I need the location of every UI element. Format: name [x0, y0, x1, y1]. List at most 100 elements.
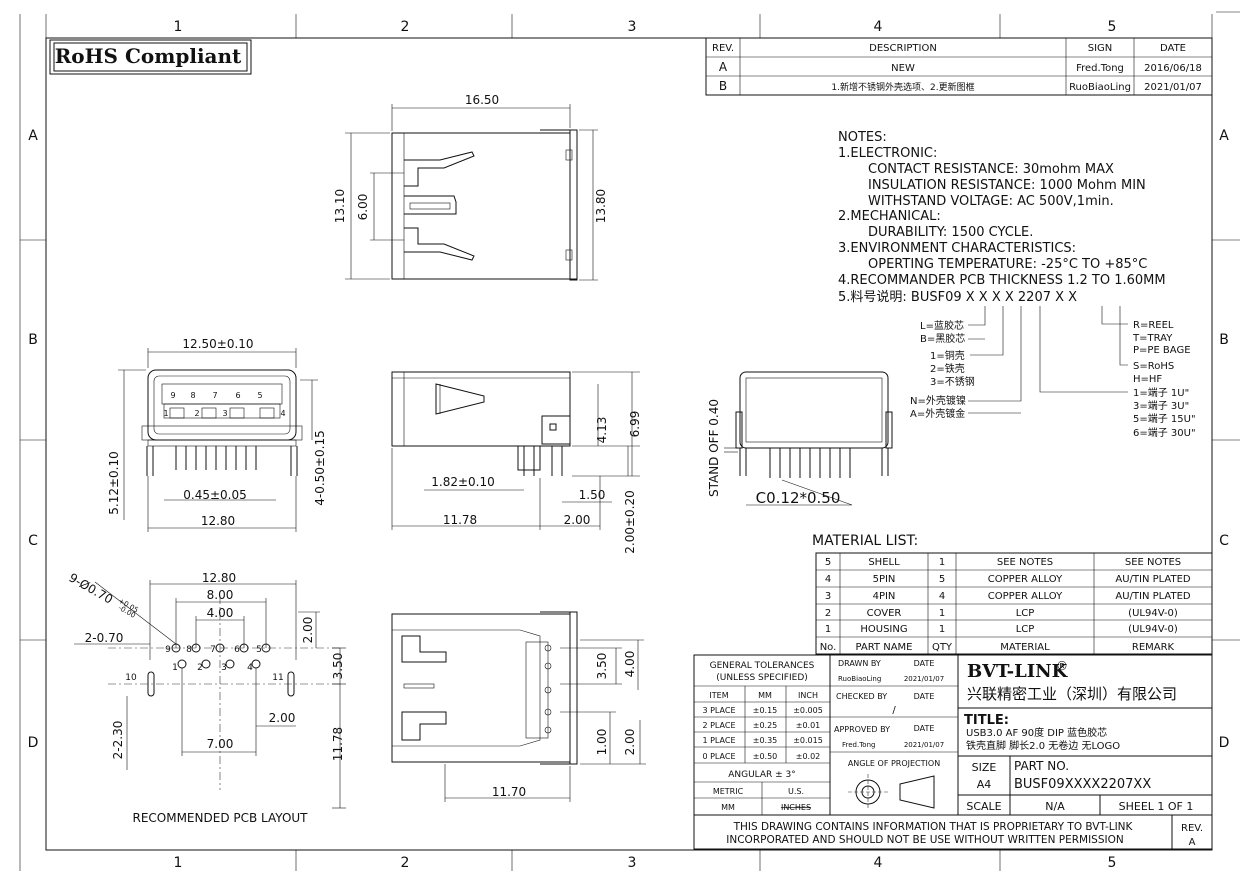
dim-label: 9-Ø0.70: [67, 570, 116, 606]
us-label: U.S.: [788, 787, 804, 796]
revision-table: REV. DESCRIPTION SIGN DATE A NEW Fred.To…: [705, 37, 1213, 96]
rev-cell: 2016/06/18: [1144, 63, 1202, 74]
row-label: A: [1219, 128, 1229, 144]
pcb-layout: 12.80 8.00 4.00 9-Ø0.70 +0.05 -0.00 2-0.…: [67, 570, 346, 825]
col-label: 5: [1108, 19, 1117, 35]
tol-sub: (UNLESS SPECIFIED): [716, 673, 808, 683]
note-line: 2.MECHANICAL:: [838, 209, 941, 224]
row-label: C: [28, 533, 38, 549]
rev-cell: Fred.Tong: [1076, 63, 1124, 74]
title-line-2: 铁壳直脚 脚长2.0 无卷边 无LOGO: [966, 739, 1120, 752]
checked-sign: /: [892, 705, 896, 716]
code-opt: N=外壳镀镍: [910, 394, 966, 407]
col-label: 4: [874, 19, 883, 35]
rev-cell: RuoBiaoLing: [1069, 82, 1131, 93]
material-list: MATERIAL LIST: 5 SHELL 1 SEE NOTES SEE N…: [812, 533, 1213, 655]
rev-value: A: [1189, 837, 1196, 848]
frame-row-labels: A B C D A B C D: [28, 128, 1230, 751]
row-label: B: [28, 332, 38, 348]
dim-label: 0.45±0.05: [183, 488, 247, 502]
rev-cell: 2021/01/07: [1144, 82, 1202, 93]
notes-block: NOTES: 1.ELECTRONIC: CONTACT RESISTANCE:…: [838, 130, 1166, 305]
bottom-view: 3.50 4.00 1.00 2.00 11.70: [391, 611, 646, 802]
row-label: A: [28, 128, 38, 144]
pin-number: 1: [172, 663, 178, 673]
note-line: 3.ENVIRONMENT CHARACTERISTICS:: [838, 241, 1076, 256]
material-cell: 3: [825, 591, 831, 602]
angular-tol: ANGULAR ± 3°: [728, 770, 796, 780]
rev-cell: 1.新增不锈钢外壳选项、2.更新图框: [831, 81, 974, 93]
note-line: 4.RECOMMANDER PCB THICKNESS 1.2 TO 1.60M…: [838, 273, 1166, 288]
material-cell: AU/TIN PLATED: [1115, 591, 1191, 602]
material-cell: 1: [825, 624, 831, 635]
checked-by-label: CHECKED BY: [836, 692, 887, 701]
material-header: No.: [820, 642, 837, 653]
part-code-legend: L=蓝胶芯 B=黑胶芯 1=铜壳 2=铁壳 3=不锈钢 N=外壳镀镍 A=外壳镀…: [910, 306, 1196, 439]
material-cell: SHELL: [868, 557, 900, 568]
rohs-stamp: RoHS Compliant: [49, 39, 252, 75]
rev-header: DATE: [1160, 43, 1186, 54]
dim-label: 3.50: [595, 653, 609, 680]
part-no-label: PART NO.: [1014, 759, 1069, 773]
note-line: 5.料号说明: BUSF09 X X X X 2207 X X: [838, 290, 1077, 305]
pin-number: 5: [256, 645, 262, 655]
approved-by-label: APPROVED BY: [834, 725, 890, 734]
material-cell: 1: [939, 624, 945, 635]
code-opt: A=外壳镀金: [910, 407, 965, 420]
pcb-layout-label: RECOMMENDED PCB LAYOUT: [132, 811, 308, 825]
company-cn: 兴联精密工业（深圳）有限公司: [967, 685, 1177, 703]
pin-number: 5: [257, 391, 262, 400]
dim-label: 5.12±0.10: [107, 451, 121, 515]
rev-cell: A: [719, 60, 728, 74]
code-opt: T=TRAY: [1132, 333, 1173, 344]
material-cell: AU/TIN PLATED: [1115, 574, 1191, 585]
top-view: 16.50 13.10 6.00 13.80: [333, 93, 608, 281]
note-line: CONTACT RESISTANCE: 30mohm MAX: [868, 162, 1114, 177]
pin-number: 8: [186, 645, 192, 655]
dim-label: 1.00: [595, 729, 609, 756]
pin-number: 4: [280, 409, 285, 418]
material-header: REMARK: [1132, 642, 1175, 653]
drawn-by-label: DRAWN BY: [838, 659, 881, 668]
code-opt: 5=端子 15U": [1133, 412, 1196, 425]
tol-cell: ±0.25: [753, 721, 778, 730]
tol-cell: ±0.02: [796, 752, 821, 761]
material-cell: 4: [825, 574, 831, 585]
size-label: SIZE: [972, 761, 997, 774]
material-cell: 4: [939, 591, 945, 602]
inner-frame: [45, 37, 1213, 851]
dim-label: 2.00: [564, 513, 591, 527]
code-opt: 1=铜壳: [930, 349, 965, 362]
front-view: 9 8 7 6 5 1 2 3 4 12.50±0.10 5.12±0.10 4…: [107, 337, 327, 532]
row-label: D: [1219, 735, 1230, 751]
material-cell: HOUSING: [860, 624, 907, 635]
material-rows: 5 SHELL 1 SEE NOTES SEE NOTES 4 5PIN 5 C…: [820, 557, 1191, 653]
material-header: PART NAME: [855, 642, 912, 653]
dim-label: 12.80: [202, 571, 236, 585]
material-cell: COVER: [867, 608, 902, 619]
rev-label: REV.: [1181, 823, 1203, 834]
col-label: 5: [1108, 855, 1117, 871]
projection-symbol-icon: [848, 774, 935, 810]
pin-number: 7: [210, 645, 216, 655]
dim-label: 2.00: [269, 711, 296, 725]
code-opt: 3=端子 3U": [1133, 399, 1189, 412]
dim-label: 8.00: [207, 588, 234, 602]
dim-label: 2-2.30: [111, 721, 125, 760]
size-value: A4: [977, 778, 992, 791]
row-label: C: [1219, 533, 1229, 549]
tol-header: ITEM: [709, 691, 728, 700]
pin-number: 1: [163, 409, 168, 418]
pin-number: 2: [194, 409, 199, 418]
company-name: BVT-LINK: [967, 661, 1069, 682]
material-cell: LCP: [1016, 624, 1035, 635]
drawn-name: RuoBiaoLing: [838, 675, 881, 683]
frame-ticks: [19, 11, 1240, 871]
dim-label: 4-0.50±0.15: [313, 430, 327, 505]
date-label: DATE: [914, 659, 935, 668]
tol-cell: ±0.005: [793, 706, 823, 715]
tol-cell: 2 PLACE: [702, 721, 735, 730]
code-opt: 3=不锈钢: [930, 375, 975, 388]
sheet-value: SHEEL 1 OF 1: [1119, 800, 1194, 813]
scale-value: N/A: [1045, 800, 1065, 813]
